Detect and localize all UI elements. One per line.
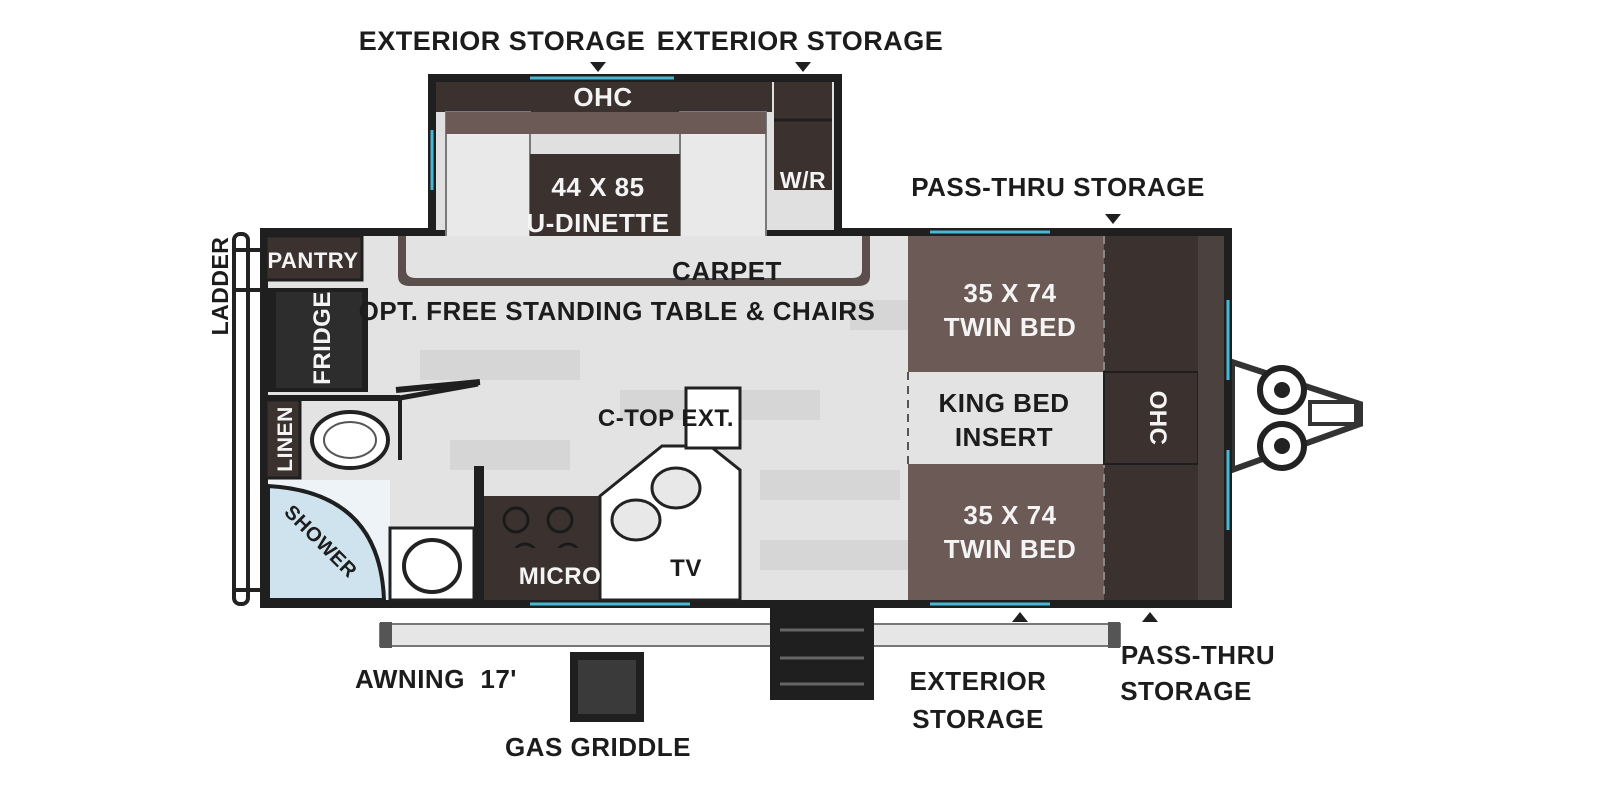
twin-bed-bottom — [908, 464, 1104, 600]
dinette-size-label: 44 X 85 — [551, 172, 644, 202]
pass-thru-storage-top-label: PASS-THRU STORAGE — [911, 172, 1205, 202]
king-insert-label-2: INSERT — [955, 422, 1053, 452]
twin-bed-top-name-label: TWIN BED — [944, 312, 1077, 342]
exterior-storage-label-2: EXTERIOR STORAGE — [657, 26, 944, 56]
micro-label: MICRO — [519, 563, 602, 590]
dinette-slideout — [428, 74, 842, 258]
tv-label: TV — [670, 555, 702, 582]
ladder — [232, 232, 262, 606]
awning-label: AWNING 17' — [355, 664, 517, 694]
kitchen-counter — [474, 386, 742, 606]
king-bed-insert — [908, 372, 1104, 464]
king-insert-label-1: KING BED — [938, 388, 1069, 418]
fridge-label: FRIDGE — [309, 291, 336, 385]
exterior-storage-bottom-label-1: EXTERIOR — [910, 666, 1047, 696]
gas-griddle-label: GAS GRIDDLE — [505, 732, 691, 762]
toilet — [310, 410, 390, 470]
gas-griddle — [570, 652, 644, 722]
pass-thru-bottom-label-2: STORAGE — [1120, 676, 1252, 706]
linen-label: LINEN — [274, 406, 297, 472]
twin-bed-bottom-name-label: TWIN BED — [944, 534, 1077, 564]
ohc-slide-label: OHC — [573, 82, 632, 112]
bath-sink — [388, 526, 476, 602]
pointer-arrows — [590, 62, 1158, 622]
carpet-label: CARPET — [672, 256, 782, 286]
ladder-label: LADDER — [207, 237, 233, 336]
pantry — [264, 234, 364, 282]
opt-table-label: OPT. FREE STANDING TABLE & CHAIRS — [359, 296, 876, 326]
awning — [379, 622, 1121, 648]
twin-bed-top-size-label: 35 X 74 — [963, 278, 1056, 308]
ctop-ext-label: C-TOP EXT. — [598, 405, 734, 432]
exterior-storage-bottom-label-2: STORAGE — [912, 704, 1044, 734]
pantry-label: PANTRY — [268, 248, 359, 273]
twin-bed-top — [908, 236, 1104, 372]
entry-steps — [770, 604, 874, 700]
pass-thru-bottom-label-1: PASS-THRU — [1121, 640, 1275, 670]
twin-bed-bottom-size-label: 35 X 74 — [963, 500, 1056, 530]
trailer-hitch — [1229, 357, 1363, 475]
linen-cabinet — [264, 398, 302, 480]
front-bedroom — [907, 230, 1230, 606]
shower — [266, 480, 390, 602]
exterior-storage-label-1: EXTERIOR STORAGE — [359, 26, 646, 56]
wardrobe-label: W/R — [780, 167, 826, 193]
dinette-name-label: U-DINETTE — [526, 208, 669, 238]
ohc-front-label: OHC — [1144, 391, 1171, 446]
